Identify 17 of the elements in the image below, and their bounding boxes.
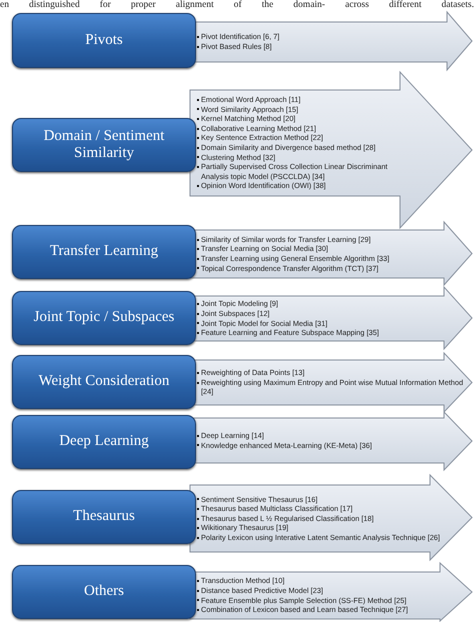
category-title: Domain / Sentiment Similarity xyxy=(42,128,166,162)
category-box xyxy=(12,118,196,172)
category-title: Pivots xyxy=(84,32,124,50)
category-box xyxy=(12,355,196,409)
category-box xyxy=(12,13,196,68)
category-box xyxy=(12,415,196,469)
category-title: Weight Consideration xyxy=(38,373,170,391)
category-title: Joint Topic / Subspaces xyxy=(32,309,176,327)
category-title: Deep Learning xyxy=(58,433,150,451)
category-box xyxy=(12,565,196,619)
category-title: Thesaurus xyxy=(72,508,136,526)
category-title: Others xyxy=(83,583,125,601)
category-title: Transfer Learning xyxy=(48,243,160,261)
category-box xyxy=(12,490,196,544)
caption-text: en distinguished for proper alignment of the domain- across different datasets. xyxy=(0,0,474,11)
category-box xyxy=(12,225,196,279)
category-box xyxy=(12,291,196,345)
